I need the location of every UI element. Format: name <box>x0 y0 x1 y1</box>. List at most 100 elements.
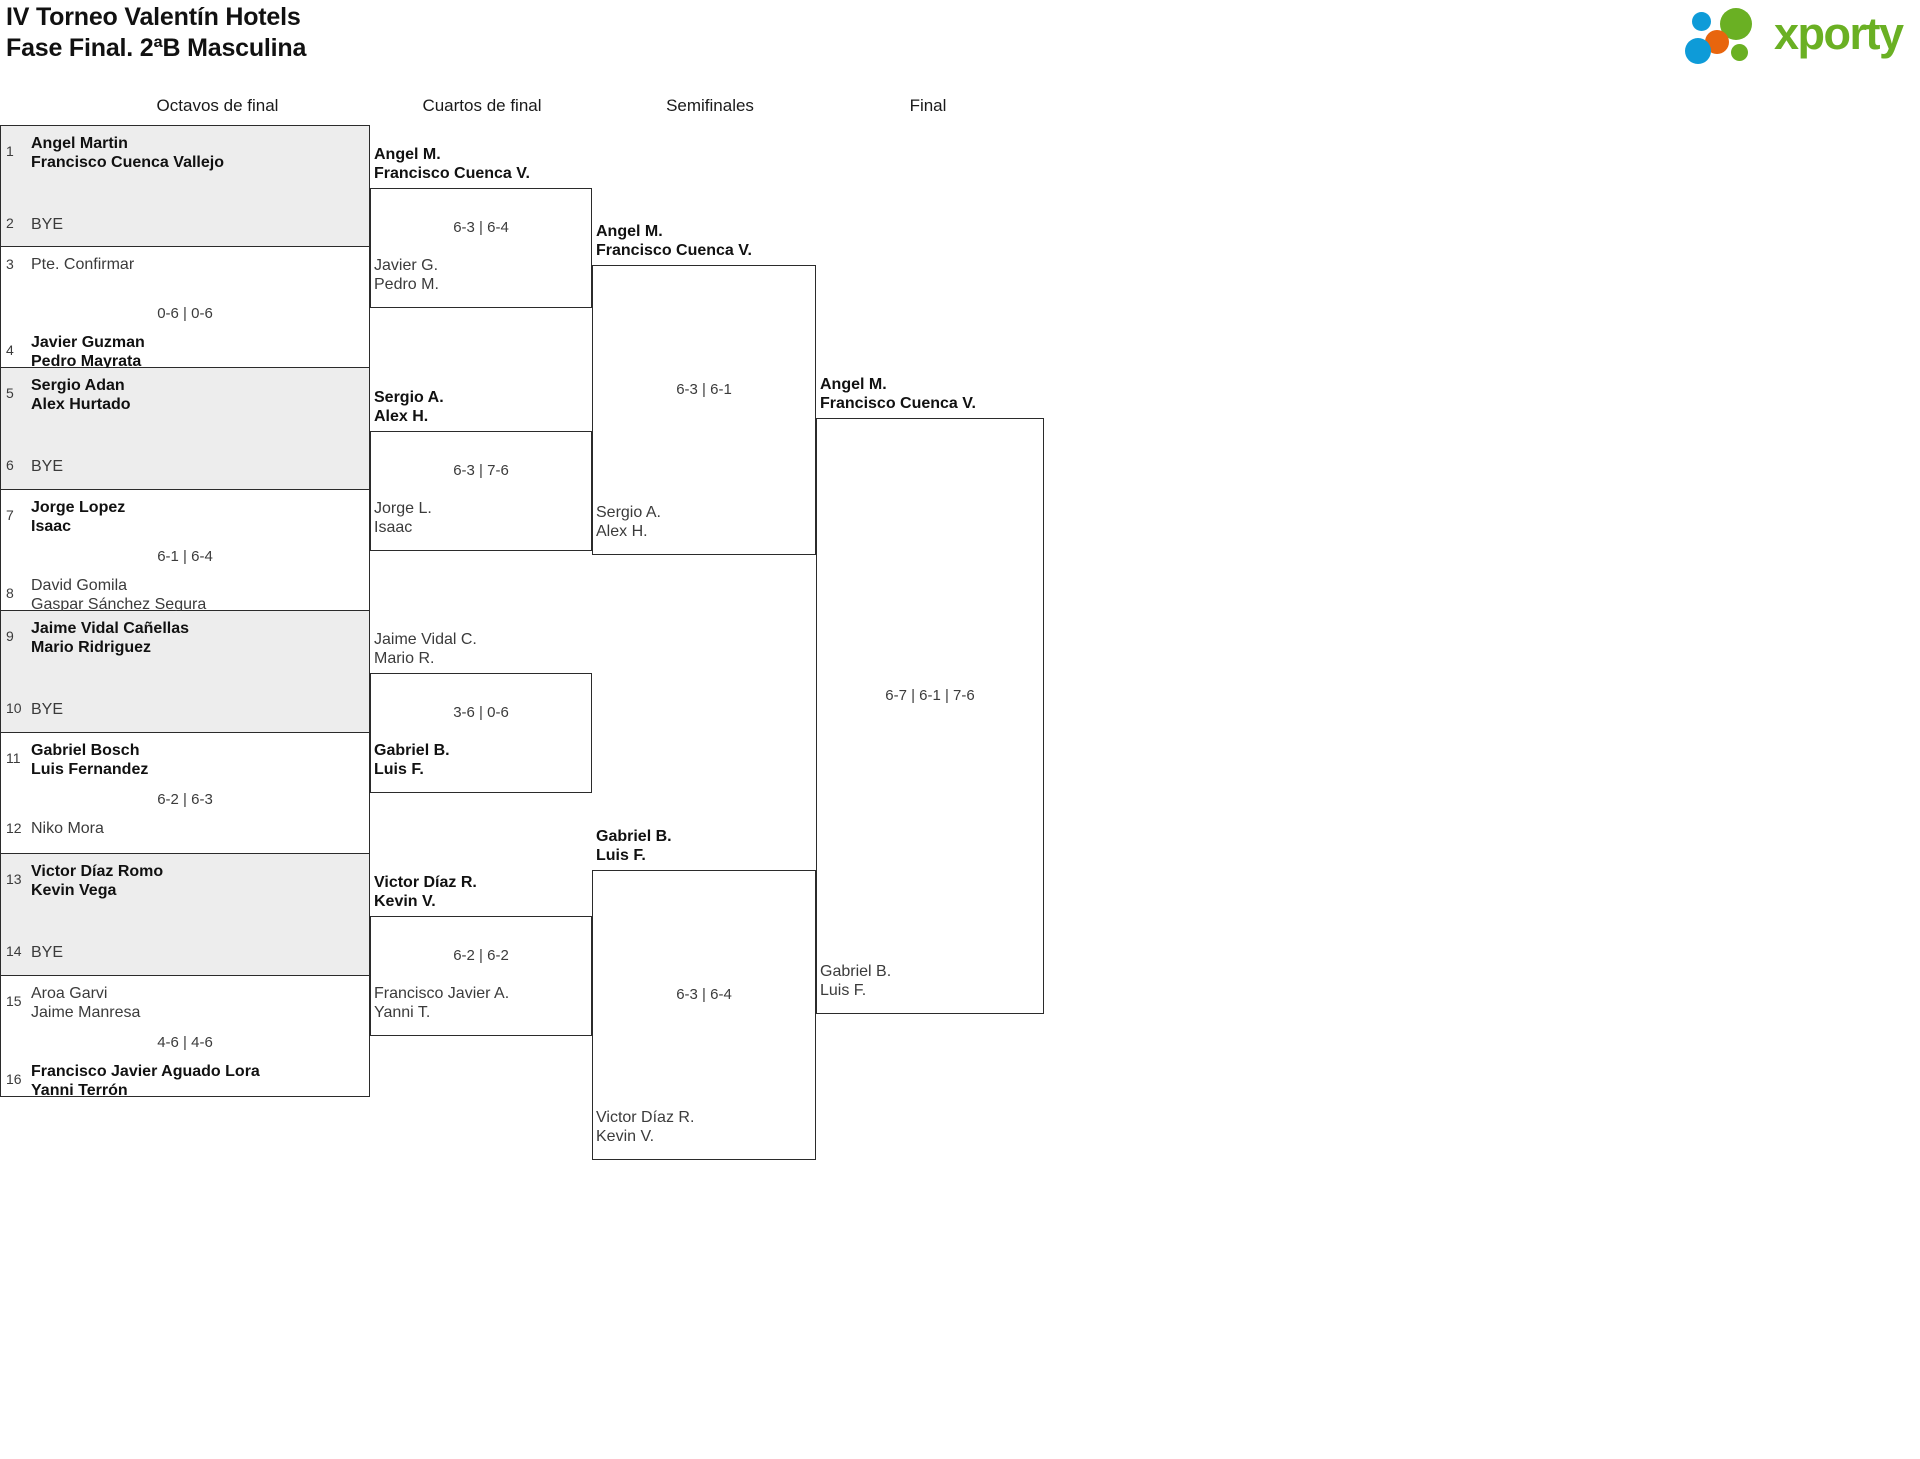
team-line-2: Yanni Terrón <box>31 1081 128 1099</box>
team-line-2: Pedro Mayrata <box>31 352 142 370</box>
round2-match-box[interactable]: 6-3 | 7-6 <box>370 430 592 551</box>
seed-number: 15 <box>6 992 22 1009</box>
team-line-1: Aroa Garvi <box>31 984 108 1002</box>
team-line-1: Gabriel B. <box>374 742 450 759</box>
team-name: Pte. Confirmar <box>31 255 134 274</box>
logo-wordmark: xporty <box>1774 8 1904 59</box>
seed-number: 9 <box>6 628 14 644</box>
team-line-2: Pedro M. <box>374 276 439 293</box>
team-line-2: Francisco Cuenca Vallejo <box>31 154 224 171</box>
seed-number: 11 <box>6 749 21 766</box>
round3-team-top: Angel M. Francisco Cuenca V. <box>596 222 752 260</box>
round4-team-top: Angel M.Francisco Cuenca V. <box>820 375 976 413</box>
team-line-2: Mario Ridriguez <box>31 639 152 656</box>
round2-match-box[interactable]: 6-2 | 6-2 <box>370 915 592 1036</box>
team-line-2: Alex Hurtado <box>31 396 131 413</box>
team-line-1: Sergio A. <box>374 388 444 406</box>
bye-label: BYE <box>31 701 64 718</box>
team-line-2: Mario R. <box>374 650 435 667</box>
team-line-2: Francisco Cuenca V. <box>374 165 530 182</box>
round3-team-bottom: Sergio A. Alex H. <box>596 503 661 541</box>
round2-team-top: Victor Díaz R.Kevin V. <box>374 873 477 911</box>
team-line-1: Angel M. <box>820 376 887 393</box>
seed-number: 10 <box>6 700 22 716</box>
team-line-2: Kevin V. <box>596 1128 655 1145</box>
round2-team-bottom: Jorge L.Isaac <box>374 499 432 537</box>
round3-score: 6-3 | 6-1 <box>676 381 732 398</box>
seed-number: 1 <box>6 143 14 159</box>
team-line-1: Angel Martin <box>31 135 128 152</box>
round4-match-box[interactable]: 6-7 | 6-1 | 7-6 <box>816 418 1044 1014</box>
round3-match-box[interactable]: 6-3 | 6-4 <box>592 870 816 1160</box>
team-line-2: Luis Fernandez <box>31 760 149 778</box>
team-line-1: Jaime Vidal Cañellas <box>31 620 190 637</box>
tournament-phase: Fase Final. 2ªB Masculina <box>6 34 307 62</box>
team-line-1: Niko Mora <box>31 819 104 837</box>
seed-number: 8 <box>6 584 14 601</box>
round1-score: 6-1 | 6-4 <box>157 547 213 565</box>
seed-number: 13 <box>6 871 22 887</box>
seed-number: 2 <box>6 215 14 231</box>
round1-score: 6-2 | 6-3 <box>157 790 213 808</box>
seed-number: 5 <box>6 385 14 401</box>
round-header-semifinales: Semifinales <box>666 96 754 115</box>
round2-score: 6-2 | 6-2 <box>453 946 509 964</box>
round2-score: 3-6 | 0-6 <box>453 704 509 721</box>
team-line-1: Jaime Vidal C. <box>374 631 477 648</box>
bye-label: BYE <box>31 458 64 475</box>
team-line-1: Jorge L. <box>374 499 432 517</box>
team-line-1: Jorge Lopez <box>31 498 126 516</box>
team-line-2: Isaac <box>31 517 72 535</box>
round2-score: 6-3 | 6-4 <box>453 219 509 236</box>
logo-dot-blue-small <box>1692 12 1711 31</box>
team-line-2: Gaspar Sánchez Segura <box>31 595 207 613</box>
logo-dot-blue-large <box>1685 38 1711 64</box>
team-line-1: Sergio A. <box>596 504 661 521</box>
team-line-1: Gabriel B. <box>820 963 892 980</box>
round2-match-box[interactable]: 3-6 | 0-6 <box>370 673 592 793</box>
team-line-1: Sergio Adan <box>31 377 125 394</box>
round-header-octavos: Octavos de final <box>156 96 279 115</box>
round3-team-bottom: Victor Díaz R.Kevin V. <box>596 1108 694 1146</box>
logo-dot-green-small <box>1731 44 1748 61</box>
team-line-2: Francisco Cuenca V. <box>596 242 752 259</box>
round-header-cuartos: Cuartos de final <box>422 96 542 115</box>
round2-team-bottom: Javier G.Pedro M. <box>374 256 439 294</box>
round1-score: 4-6 | 4-6 <box>157 1033 213 1051</box>
team-line-1: Javier Guzman <box>31 333 145 351</box>
round2-score: 6-3 | 7-6 <box>453 461 509 479</box>
round2-match-box[interactable]: 6-3 | 6-4 <box>370 188 592 308</box>
seed-number: 7 <box>6 506 14 523</box>
team-line-1: Francisco Javier A. <box>374 984 510 1002</box>
team-line-1: Angel M. <box>596 223 663 240</box>
round3-match-box[interactable]: 6-3 | 6-1 <box>592 265 816 555</box>
team-line-2: Alex H. <box>596 523 648 540</box>
team-line-1: Gabriel B. <box>596 828 672 845</box>
team-line-2: Jaime Manresa <box>31 1003 141 1021</box>
page-title: IV Torneo Valentín Hotels Fase Final. 2ª… <box>6 2 306 64</box>
xporty-logo[interactable]: xporty <box>1684 6 1906 64</box>
team-line-2: Kevin Vega <box>31 882 117 899</box>
team-line-1: Pte. Confirmar <box>31 255 135 273</box>
seed-number: 6 <box>6 457 14 473</box>
round2-team-bottom: Gabriel B. Luis F. <box>374 741 450 779</box>
round2-team-top: Angel M.Francisco Cuenca V. <box>374 145 530 183</box>
team-line-1: Victor Díaz Romo <box>31 863 164 880</box>
team-line-2: Luis F. <box>374 761 424 778</box>
